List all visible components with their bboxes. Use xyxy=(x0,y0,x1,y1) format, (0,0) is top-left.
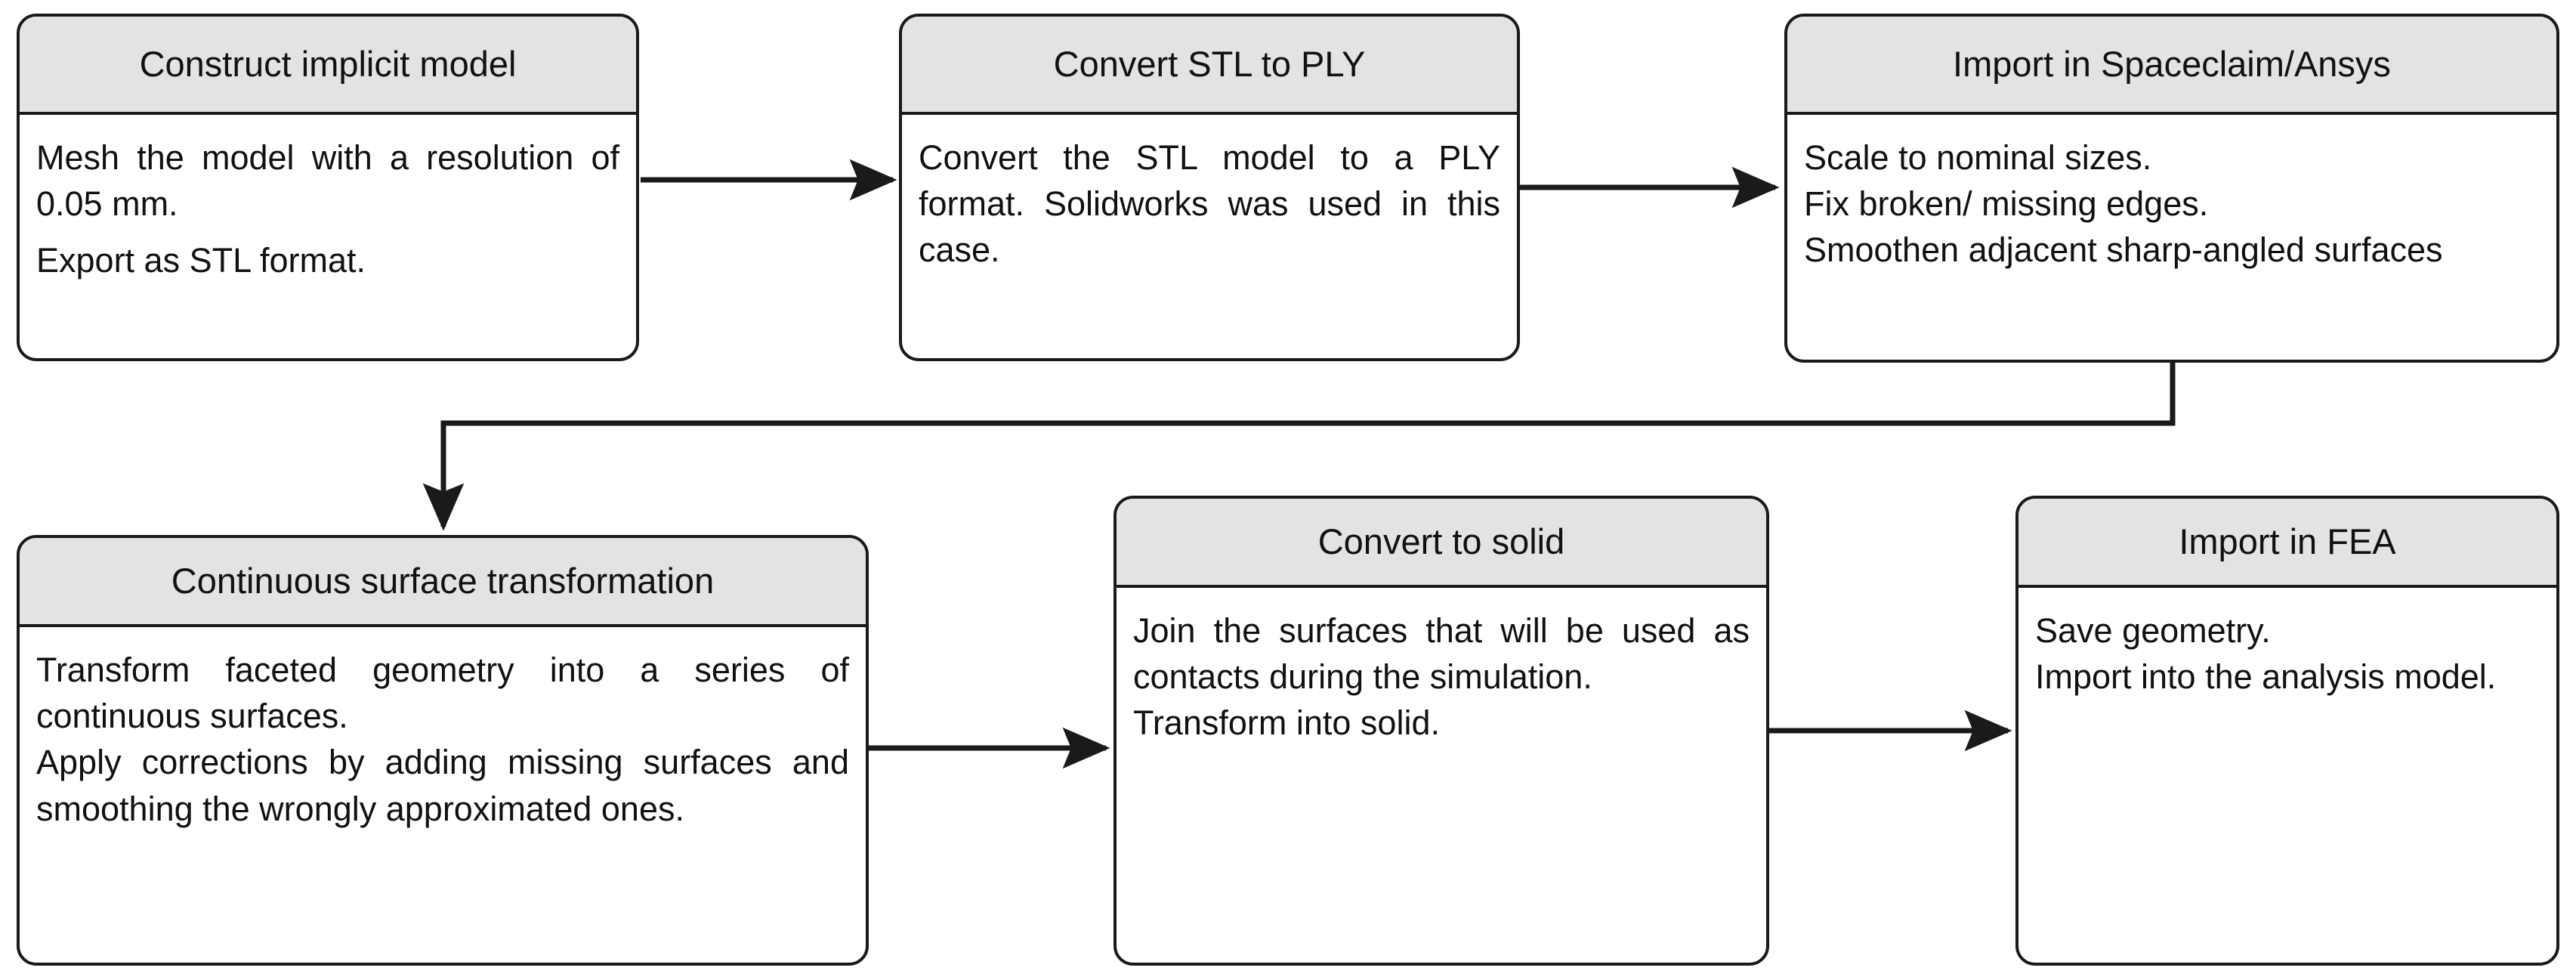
node-continuous-surface-transformation[interactable]: Continuous surface transformation Transf… xyxy=(17,535,869,966)
node-header-convert-to-solid: Convert to solid xyxy=(1117,499,1766,588)
node-header-import-in-fea: Import in FEA xyxy=(2018,499,2556,588)
node-line: Transform faceted geometry into a series… xyxy=(36,651,849,736)
node-construct-implicit-model[interactable]: Construct implicit model Mesh the model … xyxy=(17,14,639,361)
node-header-construct-implicit-model: Construct implicit model xyxy=(20,17,636,115)
node-import-in-fea[interactable]: Import in FEA Save geometry. Import into… xyxy=(2015,496,2559,966)
node-header-continuous-surface-transformation: Continuous surface transformation xyxy=(20,538,866,627)
node-body-convert-to-solid: Join the surfaces that will be used as c… xyxy=(1117,588,1766,963)
node-line: Mesh the model with a resolution of 0.05… xyxy=(36,138,619,224)
node-header-convert-stl-to-ply: Convert STL to PLY xyxy=(902,17,1517,115)
node-line: Import into the analysis model. xyxy=(2035,657,2497,697)
node-line: Join the surfaces that will be used as c… xyxy=(1133,611,1750,697)
node-line: Scale to nominal sizes. xyxy=(1804,138,2152,177)
node-line: Export as STL format. xyxy=(36,241,366,280)
node-body-convert-stl-to-ply: Convert the STL model to a PLY format. S… xyxy=(902,115,1517,358)
node-line: Apply corrections by adding missing surf… xyxy=(36,743,849,828)
node-convert-to-solid[interactable]: Convert to solid Join the surfaces that … xyxy=(1113,496,1769,966)
node-line: Transform into solid. xyxy=(1133,703,1440,743)
node-import-in-spaceclaim-ansys[interactable]: Import in Spaceclaim/Ansys Scale to nomi… xyxy=(1784,14,2559,363)
node-body-import-in-fea: Save geometry. Import into the analysis … xyxy=(2018,588,2556,963)
node-body-continuous-surface-transformation: Transform faceted geometry into a series… xyxy=(20,627,866,963)
node-header-import-in-spaceclaim-ansys: Import in Spaceclaim/Ansys xyxy=(1787,17,2556,115)
node-convert-stl-to-ply[interactable]: Convert STL to PLY Convert the STL model… xyxy=(899,14,1520,361)
node-body-construct-implicit-model: Mesh the model with a resolution of 0.05… xyxy=(20,115,636,358)
node-line: Fix broken/ missing edges. xyxy=(1804,184,2209,224)
node-body-import-in-spaceclaim-ansys: Scale to nominal sizes. Fix broken/ miss… xyxy=(1787,115,2556,360)
node-line: Save geometry. xyxy=(2035,611,2271,650)
node-line: Smoothen adjacent sharp-angled surfaces xyxy=(1804,230,2443,270)
node-line: Convert the STL model to a PLY format. S… xyxy=(919,138,1500,270)
